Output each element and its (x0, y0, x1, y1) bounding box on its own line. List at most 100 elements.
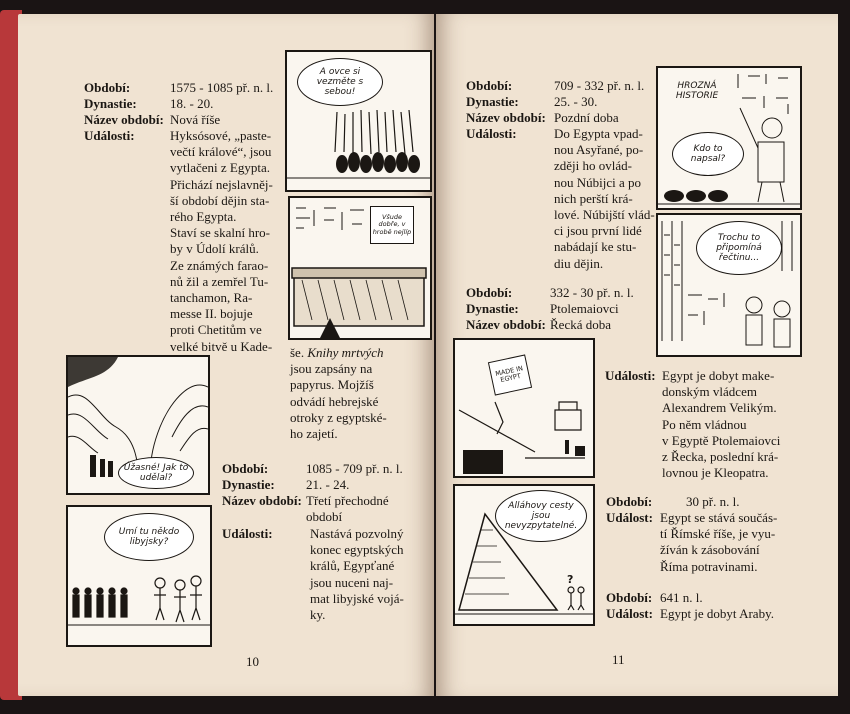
value-period-2: 1085 - 709 př. n. l. (306, 461, 403, 476)
history-title: HROZNÁ HISTORIE (675, 81, 719, 101)
text-line: období (306, 509, 343, 525)
text-line: tí Římské říše, je vyu- (660, 526, 776, 542)
text-line: Hyksósové, „paste- (170, 128, 272, 143)
text-line: nou Asyřané, po- (554, 142, 644, 158)
label-period-5: Období: (606, 494, 653, 509)
text-line: odvádí hebrejské (290, 393, 379, 409)
page-number-left: 10 (246, 654, 259, 669)
text-line: Říma potravinami. (660, 558, 758, 574)
text-line: še. Knihy mrtvých (290, 345, 384, 360)
label-dynasty-2: Dynastie: (222, 477, 275, 492)
label-event-6: Událost: (606, 606, 653, 621)
label-period-2: Období: (222, 461, 269, 476)
label-dynasty: Dynastie: (84, 96, 137, 111)
value-period: 1575 - 1085 př. n. l. (170, 80, 274, 95)
text-line: Alexandrem Velikým. (662, 400, 777, 416)
comic-panel-history: HROZNÁ HISTORIE Kdo to napsal? (656, 66, 802, 210)
text-line: ci jsou první lidé (554, 223, 642, 239)
book-cover-edge (0, 10, 22, 700)
text-line: proti Chetitům ve (170, 322, 262, 338)
label-period-6: Období: (606, 590, 653, 605)
label-events-2: Události: (222, 526, 273, 541)
label-events-4: Události: (605, 368, 656, 383)
text-line: Po něm vládnou (662, 416, 747, 432)
label-period-3: Období: (466, 78, 513, 93)
text-line: diu dějin. (554, 255, 604, 271)
speech-bubble-sheep: A ovce si vezměte s sebou! (297, 58, 383, 106)
tomb-sign: Všude dobře, v hrobě nejlíp (370, 206, 414, 244)
value-dynasty: 18. - 20. (170, 96, 214, 111)
harbor-illustration (458, 401, 585, 474)
book-title: Knihy mrtvých (307, 345, 384, 360)
text-line: Ze známých farao- (170, 257, 269, 273)
label-dynasty-3: Dynastie: (466, 94, 519, 109)
comic-panel-tomb: Všude dobře, v hrobě nejlíp (288, 196, 432, 340)
value-period-3: 709 - 332 př. n. l. (554, 78, 645, 93)
text-line: jsou zapsány na (290, 361, 373, 377)
speech-bubble-sea: Úžasné! Jak to udělal? (118, 457, 194, 489)
label-dynasty-4: Dynastie: (466, 301, 519, 316)
comic-panel-pyramid: Alláhovy cesty jsou nevyzpytatelné. ? (453, 484, 595, 626)
value-period-4: 332 - 30 př. n. l. (550, 285, 634, 300)
label-period-name-2: Název období: (222, 493, 302, 508)
text-line: nou Núbijci a po (554, 174, 642, 190)
text-line: donským vládcem (662, 384, 757, 400)
text-line: ší období dějin sta- (170, 192, 270, 208)
text-line: žíván k zásobování (660, 542, 760, 558)
tomb-illustration (291, 207, 427, 338)
text-line: Egypt je dobyt make- (662, 368, 775, 383)
text-line: rého Egypta. (170, 209, 237, 225)
text-line: z Řecka, poslední krá- (662, 449, 779, 465)
page-number-right: 11 (612, 652, 625, 667)
value-dynasty-3: 25. - 30. (554, 94, 598, 109)
text-line: Egypt se stává součás- (660, 510, 778, 525)
text-line: Staví se skalní hro- (170, 225, 271, 241)
label-period-4: Období: (466, 285, 513, 300)
value-period-name: Nová říše (170, 112, 221, 127)
comic-panel-crate: MADE IN EGYPT (453, 338, 595, 478)
text-line: ho zajetí. (290, 426, 338, 442)
value-period-6: 641 n. l. (660, 590, 703, 605)
label-period-name-4: Název období: (466, 317, 546, 332)
value-period-name-3: Pozdní doba (554, 110, 619, 125)
speech-bubble-greek: Trochu to připomíná řečtinu... (696, 221, 782, 275)
label-event-5: Událost: (606, 510, 653, 525)
text-line: otroky z egyptské- (290, 409, 387, 425)
speech-bubble-allah: Alláhovy cesty jsou nevyzpytatelné. (495, 490, 587, 542)
text-line: messe II. bojuje (170, 306, 253, 322)
text-line: ky. (310, 607, 326, 623)
comic-panel-libyan: Umí tu někdo libyjsky? (66, 505, 212, 647)
text-line: nabádají ke stu- (554, 239, 637, 255)
soldiers-illustration (68, 575, 210, 626)
text-line: lovnou je Kleopatra. (662, 465, 769, 481)
events-text-right-3: Egypt se stává součás-tí Římské říše, je… (660, 510, 777, 575)
text-line: tanchamon, Ra- (170, 290, 253, 306)
value-event-6: Egypt je dobyt Araby. (660, 606, 774, 621)
label-period-name-3: Název období: (466, 110, 546, 125)
hieroglyph-wall-illustration (661, 221, 793, 348)
text-line: Do Egypta vpad- (554, 126, 643, 141)
text-line: nů žil a zemřel Tu- (170, 273, 269, 289)
text-line: nich perští krá- (554, 190, 633, 206)
text-line: večtí králové“, jsou (170, 144, 272, 160)
value-period-5: 30 př. n. l. (686, 494, 740, 509)
comic-panel-army: A ovce si vezměte s sebou! (285, 50, 432, 192)
label-period: Období: (84, 80, 131, 95)
text-line: Přichází nejslavněj- (170, 176, 273, 192)
value-dynasty-4: Ptolemaiovci (550, 301, 619, 316)
text-line: lové. Núbijští vlád- (554, 207, 655, 223)
value-period-name-4: Řecká doba (550, 317, 612, 332)
text-line: papyrus. Mojžíš (290, 377, 374, 393)
text-line: jsou nuceni naj- (310, 574, 394, 590)
value-dynasty-2: 21. - 24. (306, 477, 350, 492)
comic-panel-greek: Trochu to připomíná řečtinu... (656, 213, 802, 357)
text-line: vytlačeni z Egypta. (170, 160, 270, 176)
text-line: mat libyjské vojá- (310, 590, 404, 606)
text-line: konec egyptských (310, 542, 404, 558)
text-line: velké bitvě u Kade- (170, 338, 273, 354)
text-line: zději ho ovlád- (554, 158, 632, 174)
